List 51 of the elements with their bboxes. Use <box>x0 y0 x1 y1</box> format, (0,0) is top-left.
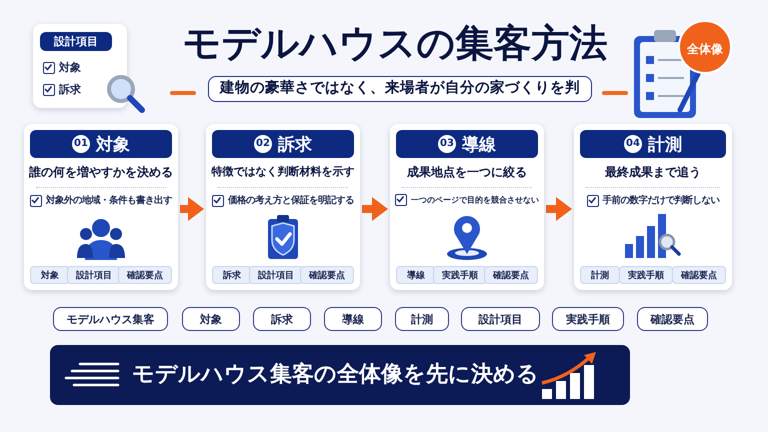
keyword-pill: 設計項目 <box>461 307 540 331</box>
checklist-item: 訴求 <box>43 82 103 97</box>
keyword-pill: 対象 <box>182 307 240 331</box>
step-title: 導線 <box>462 134 496 156</box>
checklist-item: 手前の数字だけで判断しない <box>574 194 732 207</box>
step-card <box>24 124 178 290</box>
step-subtitle: 特徴ではなく判断材料を示す <box>210 164 356 180</box>
tag-label: 確認要点 <box>300 266 354 284</box>
step-number: 01 <box>72 135 90 153</box>
arrow <box>546 197 572 221</box>
checklist-card <box>33 24 127 108</box>
tag-label: 実践手順 <box>619 266 673 284</box>
keyword-pill: 訴求 <box>253 307 311 331</box>
title: モデルハウスの集客方法 <box>182 20 608 67</box>
checklist-item: 価格の考え方と保証を明記する <box>206 194 360 207</box>
keyword-pill: モデルハウス集客 <box>53 307 168 331</box>
step-number: 03 <box>438 135 456 153</box>
heading-label: 設計項目 <box>40 32 112 51</box>
subtitle-box: 建物の豪華さではなく、来場者が自分の家づくりを判 <box>208 76 592 102</box>
keyword-pill: 実践手順 <box>552 307 624 331</box>
step-card <box>574 124 732 290</box>
step-number: 04 <box>624 135 642 153</box>
arrow <box>180 197 204 221</box>
keyword-pill: 確認要点 <box>637 307 708 331</box>
tag-label: 訴求 <box>212 266 252 284</box>
step-subtitle: 成果地点を一つに絞る <box>406 164 528 181</box>
step-number: 02 <box>254 135 272 153</box>
step-subtitle: 誰の何を増やすかを決める <box>28 164 174 181</box>
keyword-pill: 導線 <box>324 307 382 331</box>
tag-label: 設計項目 <box>67 266 121 284</box>
step-subtitle: 最終成果まで追う <box>604 164 702 181</box>
keyword-pill: 計測 <box>395 307 449 331</box>
tag-label: 確認要点 <box>118 266 172 284</box>
step-card <box>390 124 544 290</box>
step-title: 対象 <box>96 134 130 156</box>
tag-label: 確認要点 <box>672 266 726 284</box>
tag-label: 導線 <box>396 266 436 284</box>
checklist-item: 対象 <box>43 60 103 75</box>
conclusion-banner <box>50 345 630 405</box>
checklist-item: 一つのページで目的を競合させない <box>390 194 544 206</box>
tag-label: 対象 <box>30 266 70 284</box>
checklist-item: 対象外の地域・条件も書き出す <box>24 194 178 207</box>
step-title: 計測 <box>648 134 682 156</box>
tag-label: 確認要点 <box>484 266 538 284</box>
tag-label: 実践手順 <box>433 266 487 284</box>
step-card <box>206 124 360 290</box>
tag-label: 計測 <box>580 266 620 284</box>
arrow <box>362 197 388 221</box>
badge-circle: 全体像 <box>678 20 732 74</box>
step-title: 訴求 <box>278 134 312 156</box>
tag-label: 設計項目 <box>249 266 303 284</box>
